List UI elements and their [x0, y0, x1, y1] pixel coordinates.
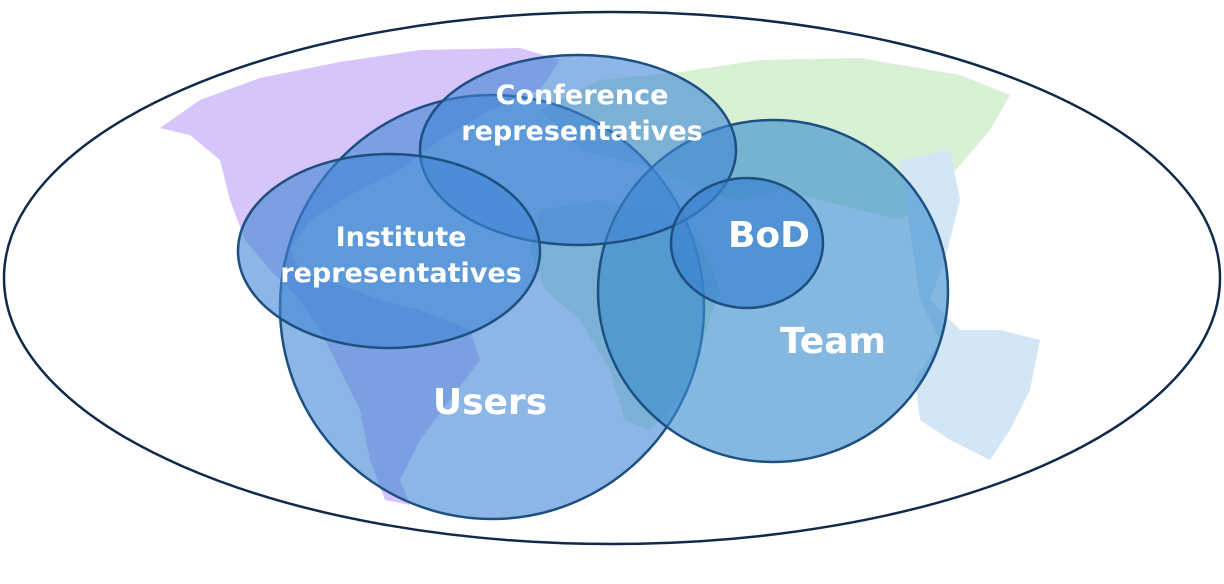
world-frame-ellipse [2, 10, 1222, 546]
bod-ellipse [669, 176, 825, 310]
team-label: Team [780, 321, 886, 362]
conference-label-line1: Conference [496, 80, 669, 111]
bod-label: BoD [728, 215, 810, 256]
institute-label-line2: representatives [280, 258, 521, 289]
users-label: Users [433, 382, 547, 423]
institute-ellipse [236, 152, 542, 350]
institute-label-line1: Institute [336, 222, 467, 253]
conference-label-line2: representatives [461, 116, 702, 147]
americas-landmass [160, 48, 560, 505]
